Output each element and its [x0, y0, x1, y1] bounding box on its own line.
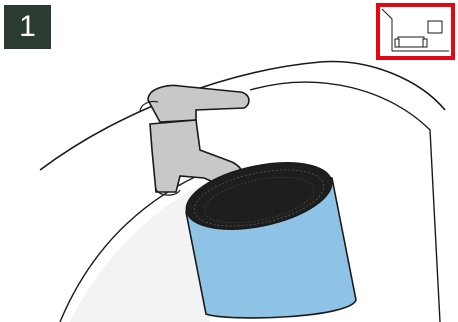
room-with-sofa-icon — [376, 3, 455, 60]
step-number-badge: 1 — [4, 5, 51, 49]
sink-rim-outer — [40, 62, 445, 170]
